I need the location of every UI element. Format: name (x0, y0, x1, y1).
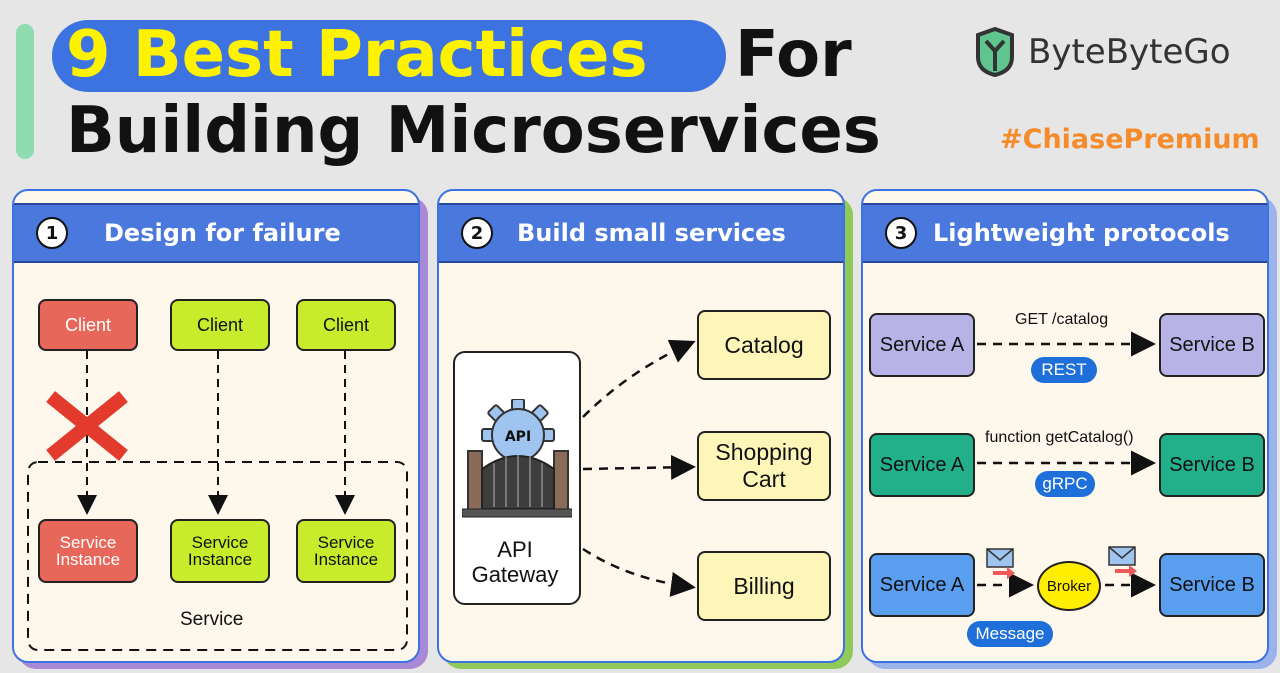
service-instance-failed: Service Instance (38, 519, 138, 583)
grpc-call-caption: function getCatalog() (985, 429, 1134, 446)
api-icon-text: API (505, 429, 531, 445)
title-highlight: 9 Best Practices (66, 18, 648, 92)
service-b: Service B (1159, 313, 1265, 377)
envelope-icon (1108, 546, 1137, 577)
api-gateway: API (453, 351, 581, 605)
rest-request-caption: GET /catalog (1015, 311, 1109, 328)
service-a: Service A (869, 433, 975, 497)
catalog-service: Catalog (697, 310, 831, 380)
panel-3-connectors (977, 331, 1156, 598)
brand-name: ByteByteGo (1028, 32, 1231, 72)
service-instance: Service Instance (170, 519, 270, 583)
grpc-badge: gRPC (1035, 471, 1095, 497)
panel-number: 3 (885, 217, 917, 249)
panel-title: Design for failure (104, 219, 341, 247)
accent-bar (16, 24, 34, 159)
message-broker: Broker (1037, 561, 1101, 611)
panel-header: 1 Design for failure (14, 203, 418, 263)
client-failed: Client (38, 299, 138, 351)
api-gateway-icon: API (462, 399, 572, 518)
envelope-icon (986, 548, 1015, 579)
panel-header: 2 Build small services (439, 203, 843, 263)
service-instance: Service Instance (296, 519, 396, 583)
title-for: For (735, 18, 852, 92)
billing-service: Billing (697, 551, 831, 621)
failure-x-icon (46, 391, 128, 461)
panel-number: 1 (36, 217, 68, 249)
panel-2-connectors (582, 339, 696, 597)
panel-number: 2 (461, 217, 493, 249)
panel-header: 3 Lightweight protocols (863, 203, 1267, 263)
service-group-label: Service (180, 609, 244, 630)
panel-build-small-services: 2 Build small services API (437, 189, 845, 663)
api-gateway-label: API Gateway (471, 537, 559, 587)
panel-design-for-failure: 1 Design for failure Client Client Clien… (12, 189, 420, 663)
panel-1-connectors (27, 351, 408, 651)
service-a: Service A (869, 313, 975, 377)
hashtag: #ChiasePremium (1000, 124, 1260, 155)
client: Client (170, 299, 270, 351)
brand: ByteByteGo (972, 24, 1231, 80)
panel-title: Build small services (517, 219, 786, 247)
bytebytego-logo-icon (976, 27, 1014, 77)
shopping-cart-service: Shopping Cart (697, 431, 831, 501)
service-b: Service B (1159, 433, 1265, 497)
service-b: Service B (1159, 553, 1265, 617)
page-title: Building Microservices (66, 94, 881, 168)
panel-title: Lightweight protocols (933, 219, 1230, 247)
rest-badge: REST (1031, 357, 1097, 383)
panel-lightweight-protocols: 3 Lightweight protocols Service A Servic… (861, 189, 1269, 663)
client: Client (296, 299, 396, 351)
title-highlight-pill (52, 20, 726, 92)
service-a: Service A (869, 553, 975, 617)
message-badge: Message (967, 621, 1053, 647)
